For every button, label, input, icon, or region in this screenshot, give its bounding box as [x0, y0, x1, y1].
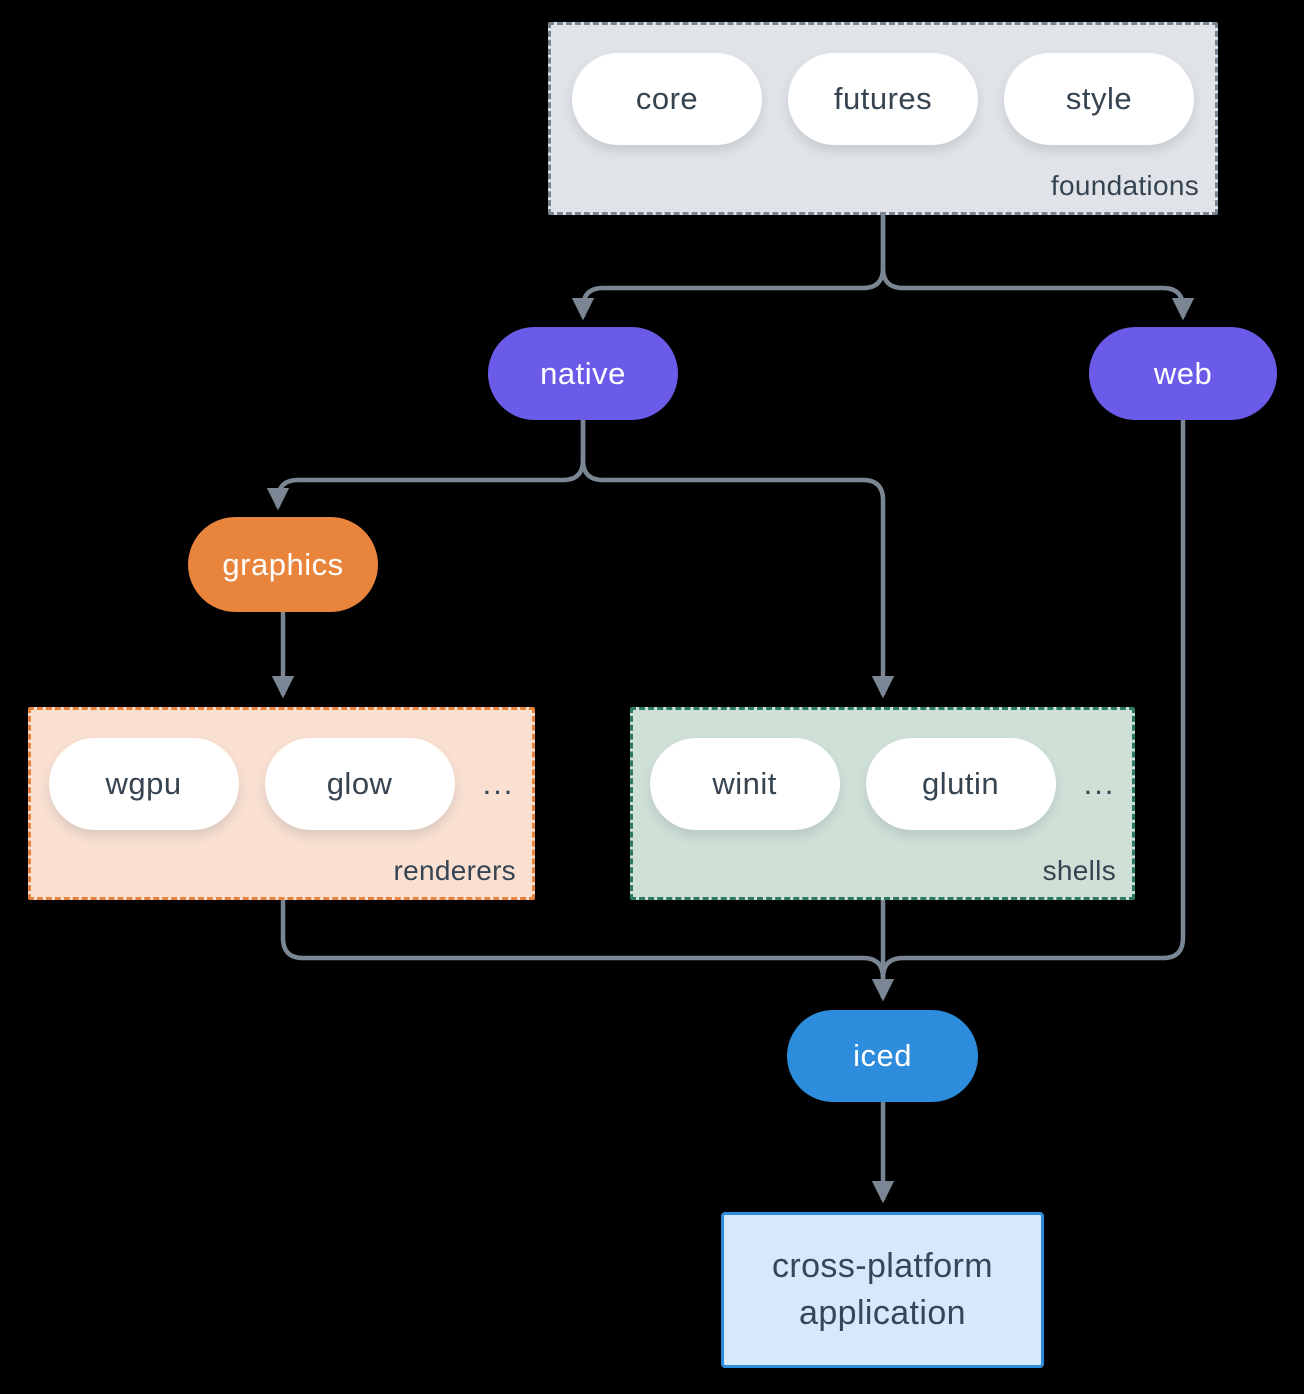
connector-native-shells [580, 420, 895, 699]
renderers-label: renderers [393, 855, 516, 886]
renderers-group: wgpu glow ... renderers [28, 707, 535, 900]
shells-pill-row: winit glutin ... [633, 738, 1132, 830]
connector-foundations-web [880, 215, 1195, 321]
connector-renderers-merge [280, 900, 886, 979]
foundations-label: foundations [1050, 170, 1199, 201]
renderers-ellipsis: ... [482, 766, 515, 801]
pill-futures: futures [788, 53, 978, 145]
shells-ellipsis: ... [1083, 766, 1116, 801]
node-web: web [1089, 327, 1277, 420]
pill-glutin: glutin [865, 738, 1056, 830]
shells-label: shells [1042, 855, 1116, 886]
pill-glow: glow [264, 738, 455, 830]
app-label-line1: cross-platform [772, 1247, 993, 1286]
connector-native-graphics [266, 420, 586, 511]
cross-platform-application-box: cross-platform application [721, 1212, 1044, 1368]
node-graphics: graphics [188, 517, 378, 612]
pill-style: style [1004, 53, 1194, 145]
node-native: native [488, 327, 678, 420]
shells-group: winit glutin ... shells [630, 707, 1135, 900]
foundations-group: core futures style foundations [548, 22, 1218, 215]
app-label-line2: application [799, 1294, 966, 1332]
pill-winit: winit [649, 738, 840, 830]
pill-wgpu: wgpu [48, 738, 239, 830]
foundations-pill-row: core futures style [551, 53, 1215, 145]
pill-core: core [572, 53, 762, 145]
renderers-pill-row: wgpu glow ... [31, 738, 532, 830]
connector-foundations-native [571, 215, 886, 321]
node-iced: iced [787, 1010, 978, 1102]
